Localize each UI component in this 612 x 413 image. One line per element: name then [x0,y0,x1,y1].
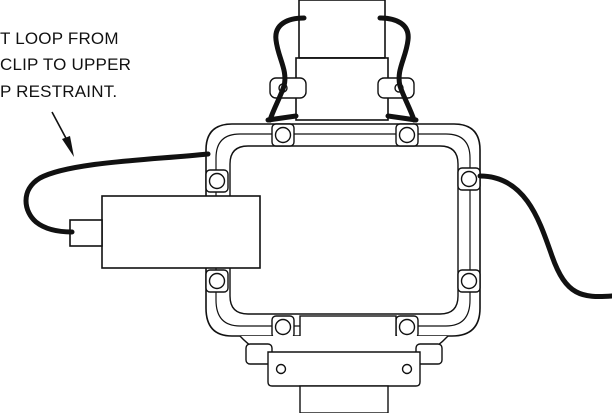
bottom-plate [239,315,449,413]
side-connector [69,195,261,269]
upper-neck [295,0,389,121]
callout-line-1: T LOOP FROM [0,29,119,48]
main-housing [205,123,481,337]
cables [23,15,612,299]
housing-bolts [205,123,481,339]
callout-text: T LOOP FROM CLIP TO UPPER P RESTRAINT. [0,29,131,101]
callout-line-3: P RESTRAINT. [0,82,117,101]
leader-arrow [51,111,74,157]
callout-line-2: CLIP TO UPPER [0,55,131,74]
